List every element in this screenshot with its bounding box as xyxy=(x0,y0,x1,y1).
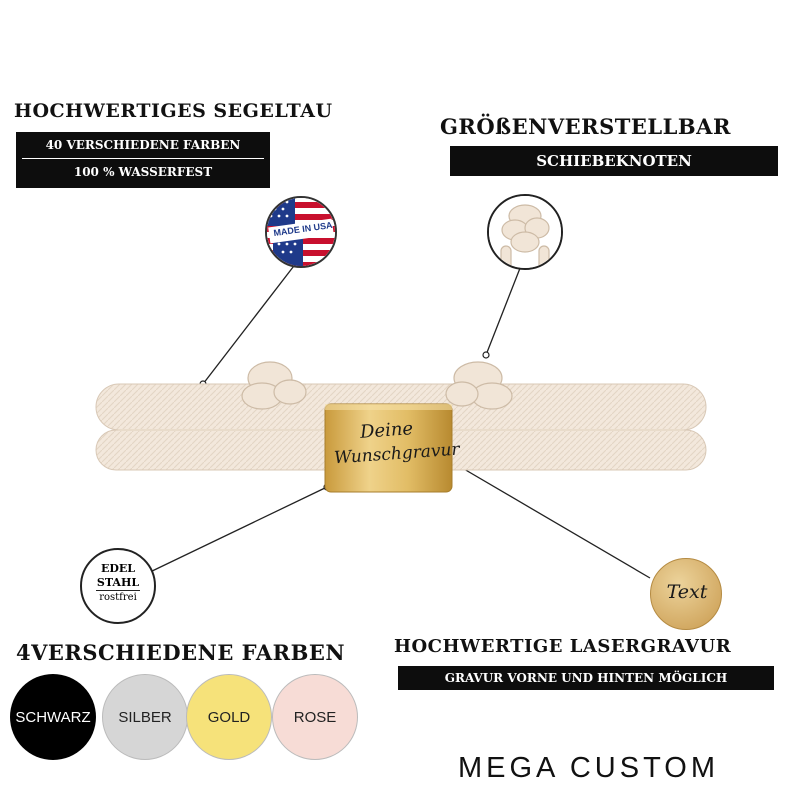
knot-detail-badge xyxy=(487,194,563,270)
engraving-title: HOCHWERTIGE LASERGRAVUR xyxy=(394,636,732,657)
colors-title: 4VERSCHIEDENE FARBEN xyxy=(16,640,346,665)
steel-line3: rostfrei xyxy=(99,592,137,603)
swatch-silber[interactable]: SILBER xyxy=(102,674,188,760)
tube-engraving-line1: Deine xyxy=(359,418,414,443)
steel-line1: EDEL xyxy=(100,562,136,575)
swatch-rose[interactable]: ROSE xyxy=(272,674,358,760)
connector-steel xyxy=(147,486,328,574)
swatch-rose-label: ROSE xyxy=(293,708,337,726)
usa-flag-icon xyxy=(267,198,335,266)
text-engraving-badge: Text xyxy=(650,558,722,630)
rope-colors-line: 40 VERSCHIEDENE FARBEN xyxy=(22,132,264,159)
made-in-usa-badge: MADE IN USA xyxy=(265,196,337,268)
steel-line2: STAHL xyxy=(96,576,140,591)
rope-waterproof-line: 100 % WASSERFEST xyxy=(73,165,213,179)
connector-text xyxy=(451,461,651,579)
connector-usa xyxy=(202,257,301,385)
swatch-gold-label: GOLD xyxy=(207,708,251,726)
stainless-steel-badge: EDEL STAHL rostfrei xyxy=(80,548,156,624)
swatch-silber-label: SILBER xyxy=(118,708,172,726)
sliding-knot-icon xyxy=(489,196,561,268)
brand-name: MEGA CUSTOM xyxy=(458,752,719,784)
engraving-subtitle: GRAVUR VORNE UND HINTEN MÖGLICH xyxy=(398,666,774,690)
rope-title: HOCHWERTIGES SEGELTAU xyxy=(14,100,333,122)
connector-knot xyxy=(485,257,525,356)
swatch-schwarz-label: SCHWARZ xyxy=(15,708,91,726)
text-badge-label: Text xyxy=(666,581,708,603)
bracelet-knots xyxy=(241,361,513,410)
swatch-gold[interactable]: GOLD xyxy=(186,674,272,760)
rope-info-box: 40 VERSCHIEDENE FARBEN 100 % WASSERFEST xyxy=(16,132,270,188)
sliding-knot-label: SCHIEBEKNOTEN xyxy=(450,146,778,176)
adjustable-title: GRÖßENVERSTELLBAR xyxy=(440,114,731,139)
swatch-schwarz[interactable]: SCHWARZ xyxy=(10,674,96,760)
